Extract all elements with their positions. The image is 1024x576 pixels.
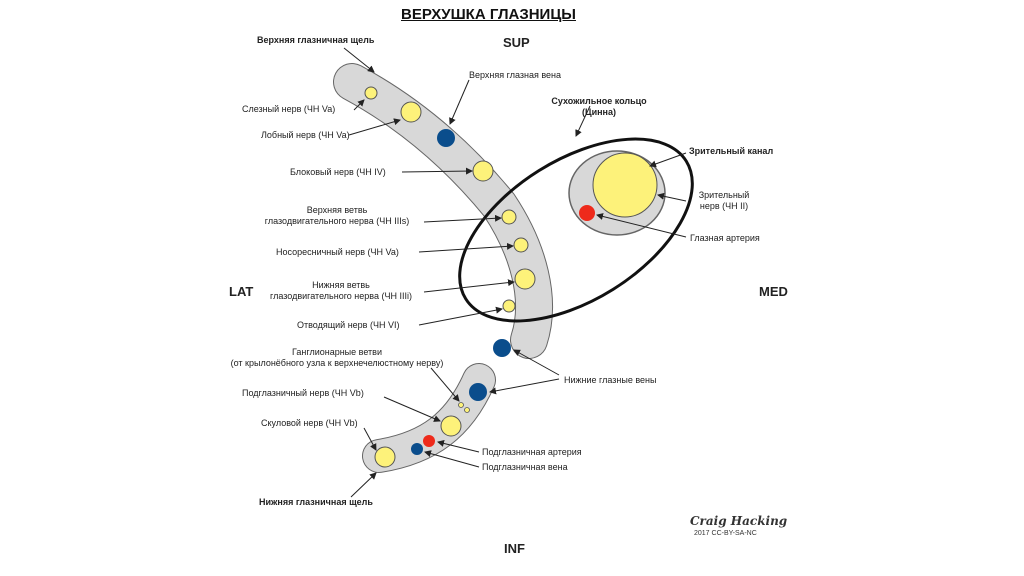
diagram-page: ВЕРХУШКА ГЛАЗНИЦЫ SUP INF LAT MED Верхня… xyxy=(224,0,800,576)
lacrimal-nerve-dot xyxy=(364,86,378,100)
ganglionic-branch-dot-1 xyxy=(458,402,464,408)
label-optic-nerve-line1: Зрительный xyxy=(698,190,750,200)
label-zygomatic-nerve: Скуловой нерв (ЧН Vb) xyxy=(261,418,358,428)
label-ganglionic-branches: Ганглионарные ветви (от крылонёбного узл… xyxy=(227,347,447,369)
inferior-ophthalmic-vein-dot-2 xyxy=(469,383,487,401)
label-optic-nerve-line2: нерв (ЧН II) xyxy=(699,201,749,211)
nasociliary-nerve-dot xyxy=(513,237,529,253)
trochlear-nerve-dot xyxy=(472,160,494,182)
ophthalmic-artery-dot xyxy=(579,205,595,221)
infraorbital-nerve-dot xyxy=(440,415,462,437)
zygomatic-nerve-dot xyxy=(374,446,396,468)
label-ganglionic-branches-line2: (от крылонёбного узла к верхнечелюстному… xyxy=(230,358,444,368)
label-infraorbital-artery: Подглазничная артерия xyxy=(482,447,582,457)
label-superior-branch-cn3: Верхняя ветвь глазодвигательного нерва (… xyxy=(252,205,422,227)
diagram-title: ВЕРХУШКА ГЛАЗНИЦЫ xyxy=(401,6,576,23)
label-inferior-branch-cn3-line2: глазодвигательного нерва (ЧН IIIi) xyxy=(270,291,412,301)
superior-ophthalmic-vein-dot xyxy=(437,129,455,147)
orbital-apex-svg xyxy=(333,47,694,498)
abducens-nerve-dot xyxy=(502,299,516,313)
label-infraorbital-nerve: Подглазничный нерв (ЧН Vb) xyxy=(242,388,364,398)
label-inferior-orbital-fissure: Нижняя глазничная щель xyxy=(259,497,373,507)
label-optic-canal: Зрительный канал xyxy=(689,146,774,156)
direction-med: MED xyxy=(759,284,788,299)
label-annulus-line2: (Цинна) xyxy=(582,107,616,117)
label-lacrimal-nerve: Слезный нерв (ЧН Va) xyxy=(242,104,336,114)
label-ophthalmic-artery: Глазная артерия xyxy=(690,233,760,243)
direction-inf: INF xyxy=(504,541,525,556)
label-inferior-branch-cn3: Нижняя ветвь глазодвигательного нерва (Ч… xyxy=(256,280,426,302)
label-abducens-nerve: Отводящий нерв (ЧН VI) xyxy=(297,320,400,330)
inferior-ophthalmic-vein-dot-1 xyxy=(493,339,511,357)
annulus-of-zinn xyxy=(458,137,694,323)
label-inferior-branch-cn3-line1: Нижняя ветвь xyxy=(312,280,370,290)
optic-nerve-dot xyxy=(592,152,658,218)
direction-lat: LAT xyxy=(229,284,254,299)
leader-arrows xyxy=(343,47,687,498)
superior-branch-cn3-dot xyxy=(501,209,517,225)
frontal-nerve-dot xyxy=(400,101,422,123)
label-optic-nerve: Зрительный нерв (ЧН II) xyxy=(684,190,764,212)
label-infraorbital-vein: Подглазничная вена xyxy=(482,462,568,472)
license-text: 2017 CC-BY-SA-NC xyxy=(694,530,757,537)
label-superior-branch-cn3-line1: Верхняя ветвь xyxy=(306,205,368,215)
author-signature: Craig Hacking xyxy=(690,514,788,528)
infraorbital-artery-dot xyxy=(423,435,435,447)
superior-orbital-fissure-fill xyxy=(334,64,552,358)
label-trochlear-nerve: Блоковый нерв (ЧН IV) xyxy=(290,167,386,177)
label-annulus-of-zinn: Сухожильное кольцо (Цинна) xyxy=(544,96,654,118)
ganglionic-branch-dot-2 xyxy=(464,407,470,413)
label-superior-branch-cn3-line2: глазодвигательного нерва (ЧН IIIs) xyxy=(264,216,410,226)
label-frontal-nerve: Лобный нерв (ЧН Va) xyxy=(261,130,350,140)
label-nasociliary-nerve: Носоресничный нерв (ЧН Va) xyxy=(276,247,399,257)
label-annulus-line1: Сухожильное кольцо xyxy=(551,96,647,106)
label-superior-ophthalmic-vein: Верхняя глазная вена xyxy=(469,70,562,80)
label-ganglionic-branches-line1: Ганглионарные ветви xyxy=(292,347,382,357)
label-inferior-ophthalmic-veins: Нижние глазные вены xyxy=(564,375,657,385)
direction-sup: SUP xyxy=(503,35,530,50)
label-superior-orbital-fissure: Верхняя глазничная щель xyxy=(257,35,375,45)
infraorbital-vein-dot xyxy=(411,443,423,455)
inferior-branch-cn3-dot xyxy=(514,268,536,290)
